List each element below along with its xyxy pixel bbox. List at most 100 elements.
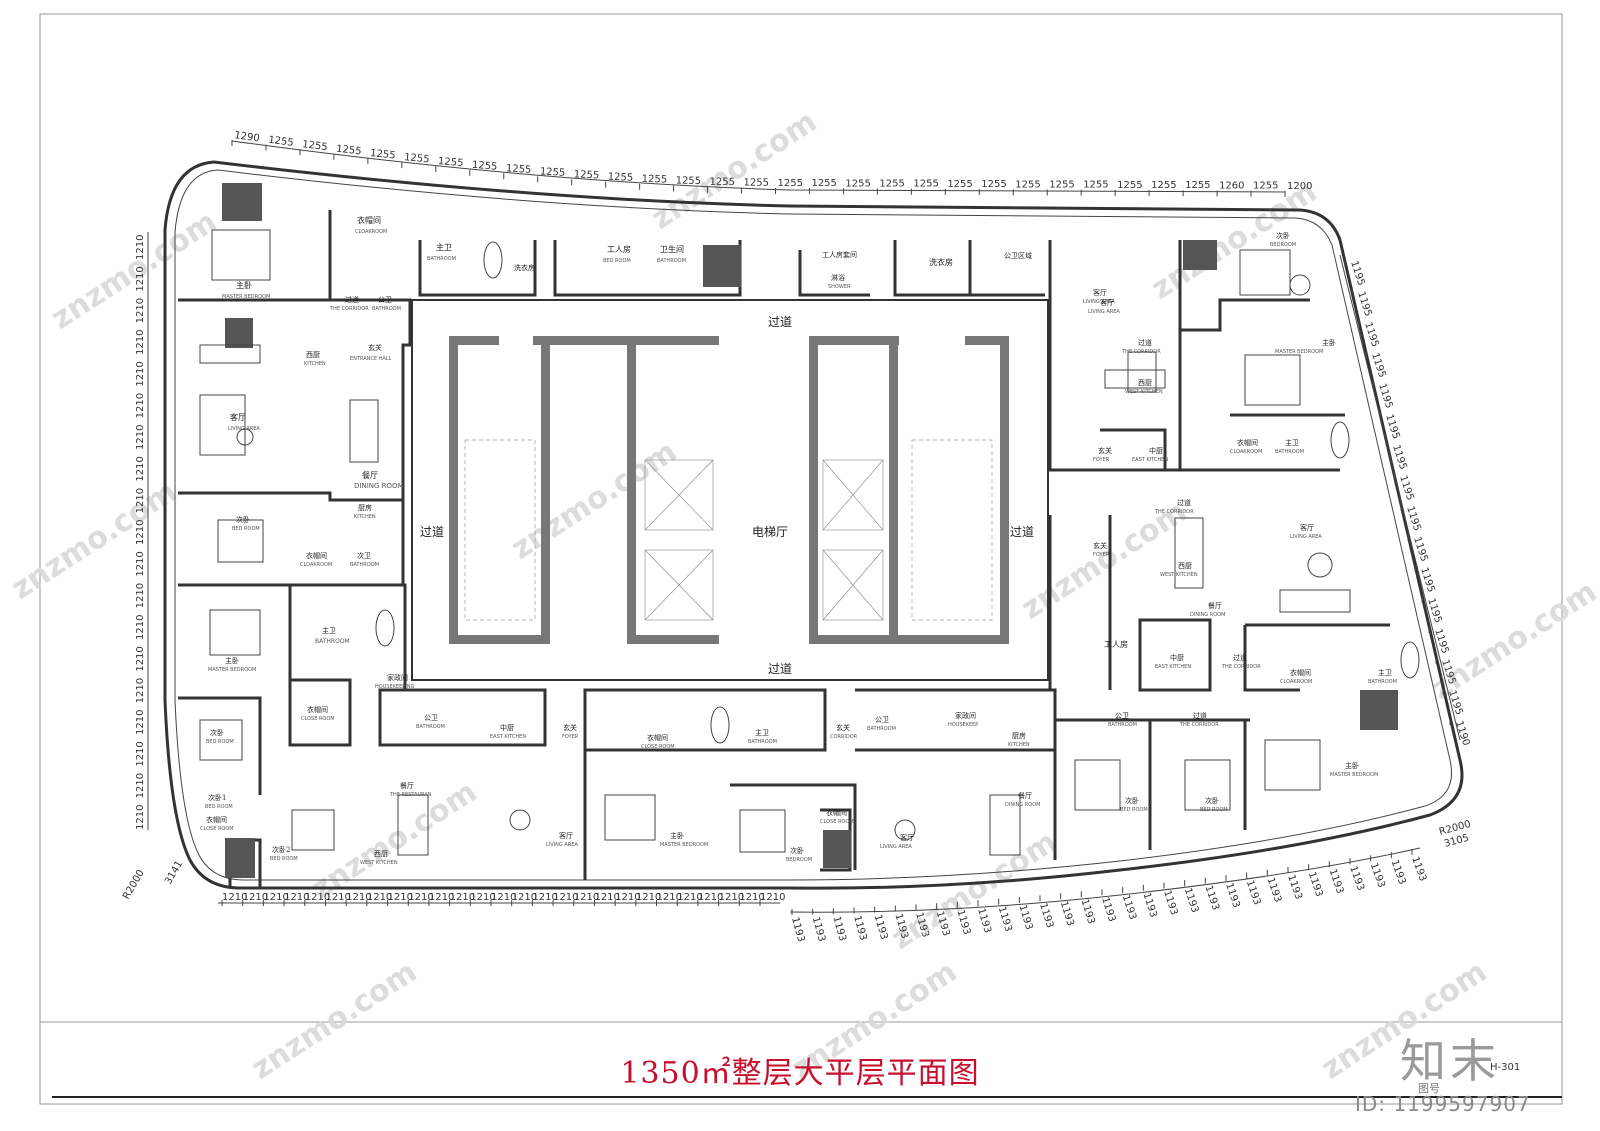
- svg-text:MASTER BEDROOM: MASTER BEDROOM: [208, 667, 256, 673]
- svg-text:洗衣房: 洗衣房: [514, 263, 535, 272]
- svg-text:公卫: 公卫: [378, 296, 392, 304]
- dimension-value: 1193: [1161, 889, 1179, 917]
- svg-text:餐厅: 餐厅: [400, 781, 414, 790]
- bed: [739, 809, 786, 853]
- svg-text:LIVING AREA: LIVING AREA: [1088, 309, 1120, 315]
- corridor-label-bottom: 过道: [768, 662, 792, 676]
- bed: [291, 809, 335, 851]
- building-outline: [163, 160, 1464, 890]
- dimension-value: 1210: [135, 551, 146, 576]
- svg-text:BED ROOM: BED ROOM: [1120, 807, 1148, 813]
- svg-text:BATHROOM: BATHROOM: [748, 739, 777, 745]
- svg-text:FOYER: FOYER: [1093, 457, 1110, 463]
- dimension-value: 1193: [1140, 891, 1158, 919]
- watermark-text: znzmo.com: [1425, 574, 1600, 706]
- lift-shaft: [644, 549, 714, 621]
- dimension-value: 1210: [135, 646, 146, 671]
- svg-text:西厨: 西厨: [1138, 379, 1152, 387]
- rug: [236, 428, 254, 446]
- unit-wall: [418, 240, 537, 297]
- dimension-value: 1210: [367, 892, 392, 903]
- dimension-value: 1193: [1244, 879, 1263, 907]
- lift-cross: [822, 459, 884, 531]
- kitchen-island: [199, 344, 261, 364]
- column: [222, 183, 262, 221]
- dimension-value: 1255: [336, 144, 363, 158]
- dimension-value: 1210: [615, 892, 640, 903]
- svg-text:衣帽间: 衣帽间: [647, 733, 668, 742]
- dimension-value: 1210: [135, 773, 146, 798]
- dimension-value: 1193: [1347, 865, 1366, 893]
- bed: [1244, 354, 1301, 406]
- svg-text:BATHROOM: BATHROOM: [657, 258, 686, 264]
- column: [703, 245, 741, 287]
- bed: [199, 719, 243, 761]
- svg-text:客厅: 客厅: [1100, 298, 1114, 307]
- dimension-value: 1210: [135, 330, 146, 355]
- svg-text:次卧1: 次卧1: [208, 793, 226, 802]
- svg-text:餐厅: 餐厅: [1018, 791, 1032, 800]
- dimension-value: 1255: [1049, 179, 1074, 190]
- room-staff-room-e: 工人房: [1104, 639, 1128, 649]
- svg-text:过道: 过道: [1177, 498, 1191, 507]
- dimension-value: 1193: [1389, 858, 1408, 886]
- column: [225, 318, 253, 348]
- dimension-value: 1193: [1409, 855, 1428, 883]
- svg-text:BED ROOM: BED ROOM: [232, 526, 260, 532]
- radius-sub-left: 3141: [163, 859, 185, 887]
- rug: [1289, 274, 1311, 296]
- svg-text:玄关: 玄关: [368, 343, 382, 352]
- dimension-value: 1193: [1202, 884, 1220, 912]
- svg-text:衣帽间: 衣帽间: [357, 215, 381, 225]
- svg-text:CLOAKROOM: CLOAKROOM: [1280, 679, 1312, 685]
- dim-line-top: [231, 140, 1286, 193]
- svg-text:玄关: 玄关: [1093, 541, 1107, 550]
- svg-text:过道: 过道: [1193, 711, 1207, 720]
- svg-text:中厨: 中厨: [500, 723, 514, 732]
- dimension-value: 1193: [789, 916, 806, 943]
- dimension-value: 1193: [996, 905, 1014, 933]
- svg-text:CLOAKROOM: CLOAKROOM: [355, 229, 387, 235]
- dimension-value: 1210: [135, 678, 146, 703]
- core-wall: [889, 336, 898, 643]
- svg-text:CORRIDOR: CORRIDOR: [830, 734, 858, 740]
- svg-text:玄关: 玄关: [563, 723, 577, 732]
- svg-text:餐厅: 餐厅: [1208, 601, 1222, 610]
- dimension-value: 1255: [506, 163, 532, 176]
- svg-text:CLOSE ROOM: CLOSE ROOM: [301, 716, 335, 722]
- svg-text:BATHROOM: BATHROOM: [1275, 449, 1304, 455]
- svg-text:BED ROOM: BED ROOM: [1200, 807, 1228, 813]
- lift-cross: [644, 549, 714, 621]
- dimension-value: 1210: [657, 892, 682, 903]
- dimension-value: 1210: [553, 892, 578, 903]
- dimension-value: 1255: [1185, 180, 1210, 191]
- dimension-value: 1255: [710, 177, 736, 188]
- dim-line-bottom-right: [789, 847, 1421, 913]
- dimension-value: 1210: [408, 892, 433, 903]
- svg-text:WEST KITCHEN: WEST KITCHEN: [1125, 389, 1163, 395]
- bathtub: [1330, 421, 1350, 459]
- svg-text:DINING ROOM: DINING ROOM: [1190, 612, 1225, 618]
- svg-text:FOYER: FOYER: [562, 734, 579, 740]
- dimension-value: 1255: [608, 172, 634, 184]
- elevator-core: 电梯厅 过道 过道 过道 过道: [411, 299, 1049, 681]
- dining-table: [397, 794, 429, 856]
- dimension-value: 1193: [1182, 887, 1200, 915]
